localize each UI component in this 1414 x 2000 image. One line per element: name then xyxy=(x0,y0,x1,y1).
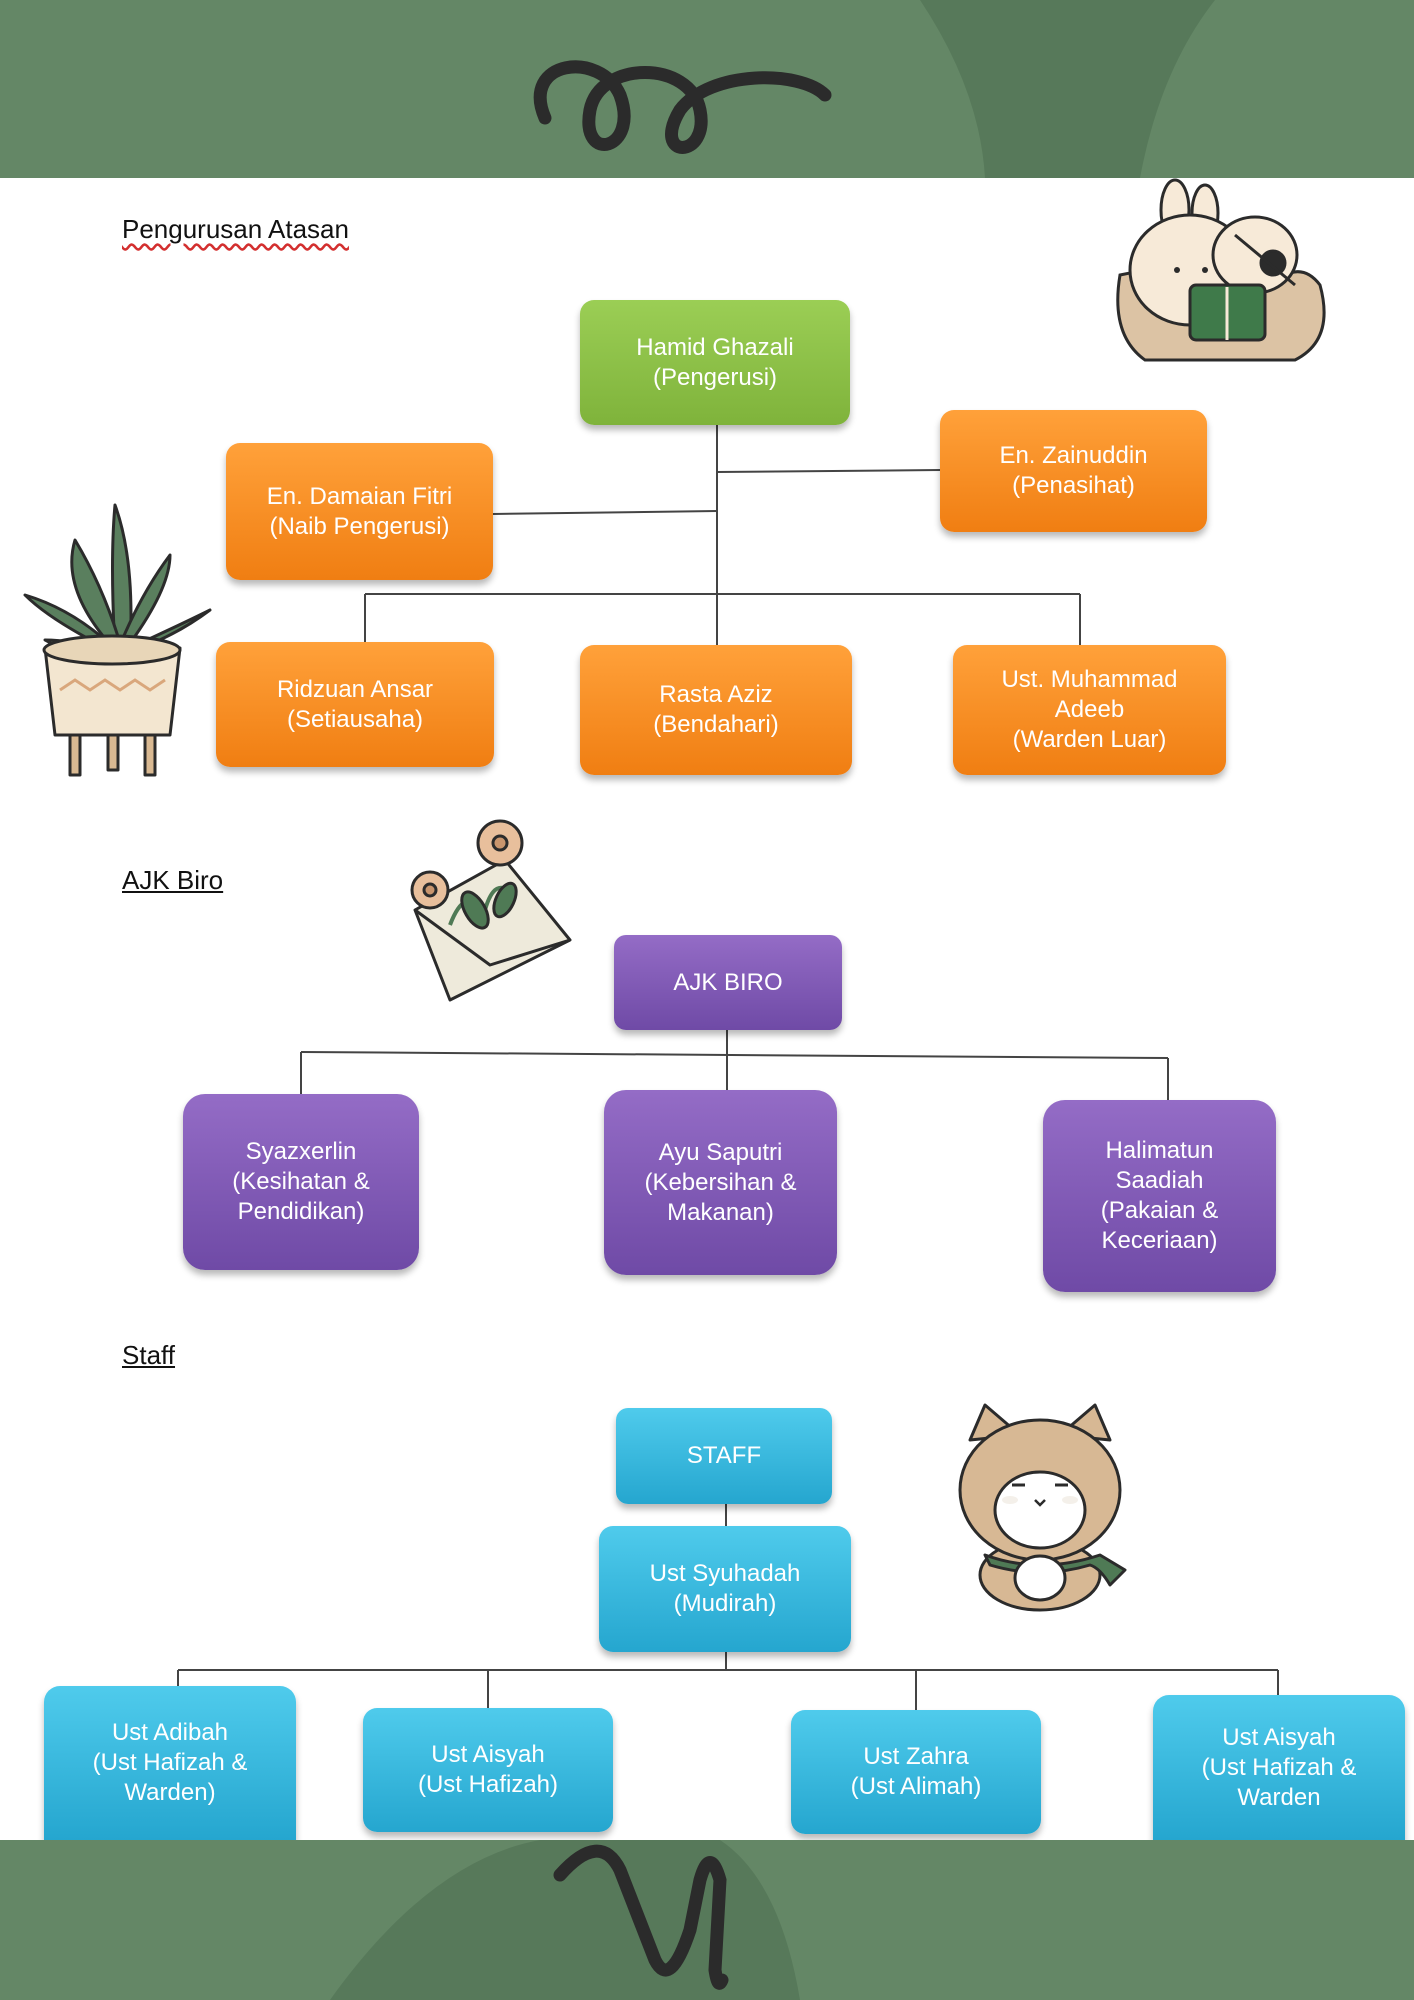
cat-icon xyxy=(958,1403,1127,1612)
treasurer-box: Rasta Aziz (Bendahari) xyxy=(580,645,852,775)
ajk-member-3-role-line1: (Pakaian & xyxy=(1100,1197,1219,1224)
chairman-role: (Pengerusi) xyxy=(652,363,778,391)
ajk-biro-head-box: AJK BIRO xyxy=(614,935,842,1030)
ajk-member-3-name-line2: Saadiah xyxy=(1115,1167,1204,1194)
mudirah-name: Ust Syuhadah xyxy=(649,1560,801,1587)
secretary-name: Ridzuan Ansar xyxy=(276,675,434,703)
secretary-box: Ridzuan Ansar (Setiausaha) xyxy=(216,642,494,767)
staff-1-role-line1: (Ust Hafizah & xyxy=(92,1749,248,1776)
ajk-member-3-role-line2: Keceriaan) xyxy=(1101,1227,1218,1254)
squiggle-icon xyxy=(553,1844,729,1990)
vice-chairman-name: En. Damaian Fitri xyxy=(266,482,453,510)
outer-warden-role: (Warden Luar) xyxy=(1012,726,1167,753)
ajk-member-box-1: Syazxerlin (Kesihatan & Pendidikan) xyxy=(183,1094,419,1270)
potted-plant-icon xyxy=(23,503,212,777)
ajk-biro-head-label: AJK BIRO xyxy=(673,968,783,996)
section-title-pengurusan: Pengurusan Atasan xyxy=(122,214,349,244)
top-banner xyxy=(0,0,1414,178)
chairman-box: Hamid Ghazali (Pengerusi) xyxy=(580,300,850,425)
staff-box-2: Ust Aisyah (Ust Hafizah) xyxy=(363,1708,613,1832)
ajk-member-2-role-line2: Makanan) xyxy=(667,1198,774,1226)
staff-1-name: Ust Adibah xyxy=(111,1719,229,1746)
mudirah-box: Ust Syuhadah (Mudirah) xyxy=(599,1526,851,1652)
ajk-member-1-role-line2: Pendidikan) xyxy=(237,1198,365,1225)
staff-4-role-line2: Warden xyxy=(1237,1783,1321,1811)
outer-warden-box: Ust. Muhammad Adeeb (Warden Luar) xyxy=(953,645,1226,775)
bottom-banner xyxy=(0,1840,1414,2000)
outer-warden-name-line1: Ust. Muhammad xyxy=(1001,666,1178,693)
section-title-ajk: AJK Biro xyxy=(122,865,224,895)
section-title-staff: Staff xyxy=(122,1340,176,1370)
treasurer-role: (Bendahari) xyxy=(653,711,779,738)
vice-chairman-role: (Naib Pengerusi) xyxy=(269,512,450,540)
staff-3-name: Ust Zahra xyxy=(863,1743,969,1770)
ajk-member-3-name-line1: Halimatun xyxy=(1105,1137,1214,1164)
flower-envelope-icon xyxy=(410,819,572,1002)
staff-2-role: (Ust Hafizah) xyxy=(417,1771,559,1798)
staff-box-3: Ust Zahra (Ust Alimah) xyxy=(791,1710,1041,1834)
outer-warden-name-line2: Adeeb xyxy=(1054,696,1125,723)
staff-2-name: Ust Aisyah xyxy=(431,1741,545,1768)
staff-3-role: (Ust Alimah) xyxy=(850,1773,982,1800)
advisor-role: (Penasihat) xyxy=(1012,472,1135,499)
staff-1-role-line2: Warden) xyxy=(124,1779,216,1806)
vice-chairman-box: En. Damaian Fitri (Naib Pengerusi) xyxy=(226,443,493,580)
ajk-member-2-role-line1: (Kebersihan & xyxy=(644,1168,797,1196)
bunny-reading-icon xyxy=(1116,178,1326,362)
staff-box-4: Ust Aisyah (Ust Hafizah & Warden xyxy=(1153,1695,1405,1840)
mudirah-role: (Mudirah) xyxy=(673,1590,777,1617)
secretary-role: (Setiausaha) xyxy=(286,705,424,733)
treasurer-name: Rasta Aziz xyxy=(659,681,773,708)
advisor-box: En. Zainuddin (Penasihat) xyxy=(940,410,1207,532)
staff-head-box: STAFF xyxy=(616,1408,832,1504)
ajk-member-1-name: Syazxerlin xyxy=(245,1138,357,1165)
staff-4-role-line1: (Ust Hafizah & xyxy=(1201,1753,1357,1781)
ajk-member-box-2: Ayu Saputri (Kebersihan & Makanan) xyxy=(604,1090,837,1275)
squiggle-icon xyxy=(533,60,832,154)
advisor-name: En. Zainuddin xyxy=(999,442,1148,469)
staff-head-label: STAFF xyxy=(686,1442,762,1469)
staff-box-1: Ust Adibah (Ust Hafizah & Warden) xyxy=(44,1686,296,1840)
ajk-member-1-role-line1: (Kesihatan & xyxy=(232,1168,370,1195)
ajk-member-2-name: Ayu Saputri xyxy=(658,1138,783,1166)
staff-4-name: Ust Aisyah xyxy=(1222,1723,1336,1751)
chairman-name: Hamid Ghazali xyxy=(636,333,794,361)
ajk-member-box-3: Halimatun Saadiah (Pakaian & Keceriaan) xyxy=(1043,1100,1276,1292)
